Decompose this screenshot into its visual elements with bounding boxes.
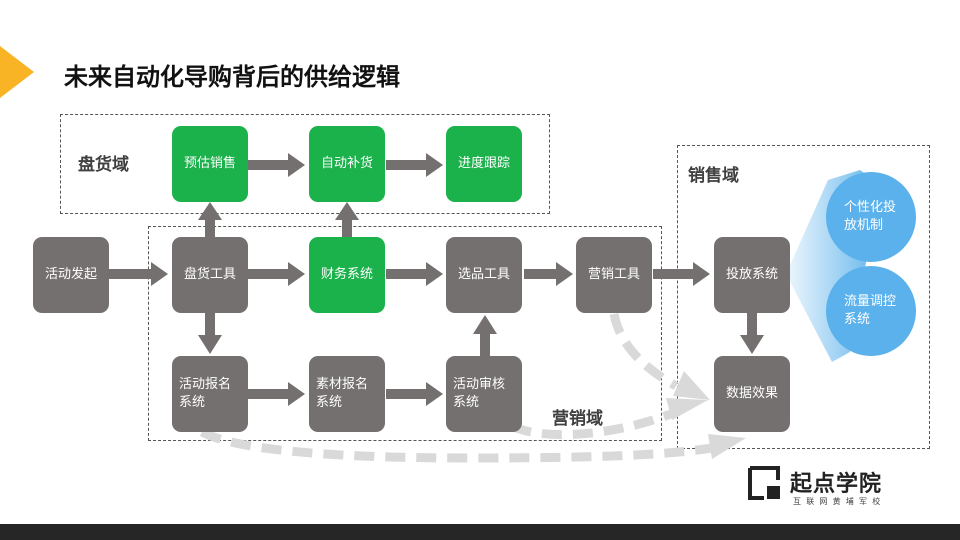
inventory-domain-box (60, 114, 550, 214)
node-finance-system[interactable]: 财务系统 (309, 237, 385, 313)
node-personalized-delivery[interactable]: 个性化投放机制 (826, 172, 916, 262)
node-sales-forecast[interactable]: 预估销售 (172, 126, 248, 202)
accent-triangle (0, 46, 34, 98)
marketing-domain-label: 营销域 (552, 409, 603, 429)
sales-domain-box (677, 145, 930, 449)
node-delivery-system[interactable]: 投放系统 (714, 237, 790, 313)
sales-domain-label: 销售域 (688, 166, 739, 186)
node-traffic-control[interactable]: 流量调控系统 (826, 266, 916, 356)
bottom-bar (0, 524, 960, 540)
node-marketing-tool[interactable]: 营销工具 (576, 237, 652, 313)
node-product-selection-tool[interactable]: 选品工具 (446, 237, 522, 313)
node-auto-replenish[interactable]: 自动补货 (309, 126, 385, 202)
inventory-domain-label: 盘货域 (78, 155, 129, 175)
logo-name: 起点学院 (790, 472, 883, 497)
node-inventory-tool[interactable]: 盘货工具 (172, 237, 248, 313)
logo-subtitle: 互联网黄埔军校 (793, 497, 886, 506)
page-title: 未来自动化导购背后的供给逻辑 (64, 63, 400, 91)
node-activity-review-system[interactable]: 活动审核系统 (446, 356, 522, 432)
node-progress-tracking[interactable]: 进度跟踪 (446, 126, 522, 202)
node-activity-launch[interactable]: 活动发起 (33, 237, 109, 313)
node-material-signup-system[interactable]: 素材报名系统 (309, 356, 385, 432)
logo-mark-icon (748, 466, 780, 500)
node-activity-signup-system[interactable]: 活动报名系统 (172, 356, 248, 432)
node-data-effect[interactable]: 数据效果 (714, 356, 790, 432)
